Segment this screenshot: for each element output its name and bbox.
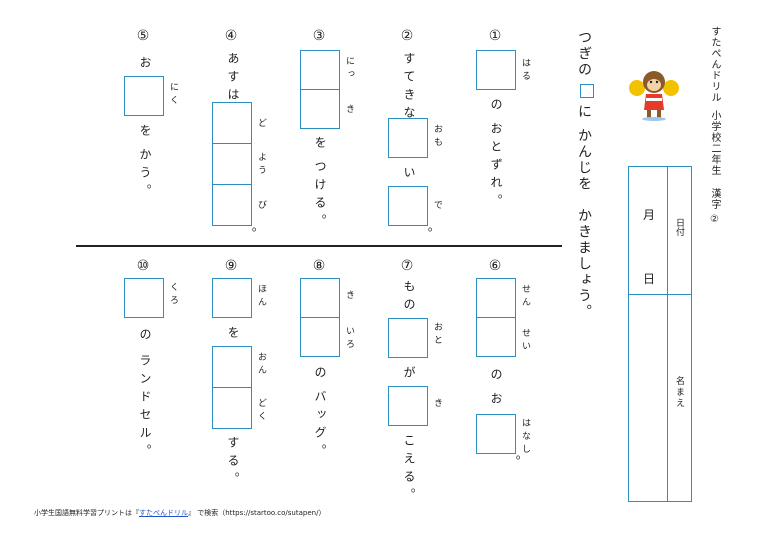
info-box-vertical-divider: [667, 166, 669, 502]
footer-text: 小学生国語無料学習プリントは『すたぺんドリル』 で検索（https://star…: [34, 508, 325, 518]
question-1-text-2: おとずれ。: [489, 122, 503, 212]
question-9-answer-box-3[interactable]: [212, 387, 252, 429]
question-4-answer-box-1[interactable]: [212, 102, 252, 144]
header-course: 小学校二年生: [709, 110, 720, 176]
question-9-text-2: する。: [226, 436, 240, 490]
question-7-answer-box-1[interactable]: [388, 318, 428, 358]
question-4-answer-box-2[interactable]: [212, 143, 252, 185]
question-9-answer-box-1[interactable]: [212, 278, 252, 318]
question-10-answer-box[interactable]: [124, 278, 164, 318]
question-9-furigana-2: おん: [256, 352, 266, 378]
question-2-answer-box-1[interactable]: [388, 118, 428, 158]
day-label: 日: [643, 272, 656, 286]
question-6-furigana-2: せい: [520, 328, 530, 354]
question-7-text-1: もの: [402, 280, 416, 316]
question-4-furigana-2: よう: [256, 152, 266, 178]
question-8-text-1: の: [313, 366, 327, 384]
question-9-number: ⑨: [224, 258, 238, 274]
question-8-answer-box-2[interactable]: [300, 317, 340, 357]
question-6-furigana-1: せん: [520, 284, 530, 310]
footer-link[interactable]: すたぺんドリル: [139, 509, 188, 517]
question-4-furigana-1: ど: [256, 118, 266, 131]
header-sheet-number: ②: [709, 214, 720, 225]
question-4-answer-box-3[interactable]: [212, 184, 252, 226]
question-7-furigana-1: おと: [432, 322, 442, 348]
question-8-furigana-1: き: [344, 290, 354, 303]
question-6-answer-box-3[interactable]: [476, 414, 516, 454]
question-5-furigana: にく: [168, 82, 178, 108]
question-7-number: ⑦: [400, 258, 414, 274]
question-9-answer-box-2[interactable]: [212, 346, 252, 388]
question-5-text-2: を: [138, 124, 152, 142]
header-site: すたぺんドリル: [709, 26, 720, 103]
question-5-number: ⑤: [136, 28, 150, 44]
question-5-answer-box[interactable]: [124, 76, 164, 116]
question-5-text-1: お: [138, 56, 152, 74]
question-3-furigana-2: き: [344, 104, 354, 117]
question-6-answer-box-2[interactable]: [476, 317, 516, 357]
question-1-furigana: はる: [520, 58, 530, 84]
question-3-answer-box-2[interactable]: [300, 89, 340, 129]
question-10-text-1: の: [138, 328, 152, 346]
question-2-text-2: い: [402, 166, 416, 184]
question-2-text-3: 。: [419, 227, 433, 245]
question-7-furigana-2: き: [432, 398, 442, 411]
question-6-number: ⑥: [488, 258, 502, 274]
footer-prefix: 小学生国語無料学習プリントは『: [34, 509, 139, 517]
question-7-text-2: が: [402, 366, 416, 384]
footer-suffix: 』 で検索（https://startoo.co/sutapen/）: [188, 509, 326, 517]
question-9-furigana-3: どく: [256, 398, 266, 424]
question-8-furigana-2: いろ: [344, 326, 354, 352]
question-1-number: ①: [488, 28, 502, 44]
header-subject: 漢字: [709, 188, 720, 210]
question-2-text-1: すてきな: [402, 52, 416, 124]
question-10-furigana: くろ: [168, 282, 178, 308]
question-10-number: ⑩: [136, 258, 150, 274]
question-1-answer-box[interactable]: [476, 50, 516, 90]
question-4-text-2: 。: [243, 227, 257, 245]
question-4-furigana-3: び: [256, 200, 266, 213]
month-label: 月: [643, 208, 656, 222]
question-2-furigana-2: で: [432, 200, 442, 213]
question-7-text-3: こえる。: [402, 434, 416, 506]
question-6-text-1: の: [489, 368, 503, 386]
instruction-rest: かんじを かきましょう。: [576, 128, 592, 320]
info-box-outer: [628, 166, 692, 502]
question-6-furigana-3: はなし: [520, 418, 530, 457]
question-3-text-2: つける。: [313, 160, 327, 232]
question-6-text-2: お: [489, 392, 503, 410]
question-3-number: ③: [312, 28, 326, 44]
question-1-text-1: の: [489, 98, 503, 116]
instruction-sample-box: [580, 84, 594, 98]
question-9-text-1: を: [226, 326, 240, 344]
question-5-text-3: かう。: [138, 148, 152, 202]
question-2-answer-box-2[interactable]: [388, 186, 428, 226]
question-9-furigana-1: ほん: [256, 284, 266, 310]
question-8-answer-box-1[interactable]: [300, 278, 340, 318]
question-8-text-2: バッグ。: [313, 390, 327, 462]
question-2-number: ②: [400, 28, 414, 44]
question-2-furigana-1: おも: [432, 124, 442, 150]
monkey-mascot-image: [629, 71, 679, 121]
instruction-after: に: [576, 104, 592, 118]
date-label: 日付: [674, 218, 684, 236]
question-3-furigana-1: にっ: [344, 56, 354, 82]
question-4-number: ④: [224, 28, 238, 44]
row-separator: [76, 245, 562, 247]
question-3-text-1: を: [313, 136, 327, 154]
question-3-answer-box-1[interactable]: [300, 50, 340, 90]
question-7-answer-box-2[interactable]: [388, 386, 428, 426]
instruction-before: つぎの: [576, 30, 592, 78]
name-label: 名まえ: [674, 376, 684, 409]
question-4-text-1: あすは: [226, 52, 240, 106]
question-8-number: ⑧: [312, 258, 326, 274]
question-6-answer-box-1[interactable]: [476, 278, 516, 318]
info-box-horizontal-divider: [628, 294, 692, 296]
question-6-text-3: 。: [507, 455, 521, 473]
question-10-text-2: ランドセル。: [138, 354, 152, 462]
